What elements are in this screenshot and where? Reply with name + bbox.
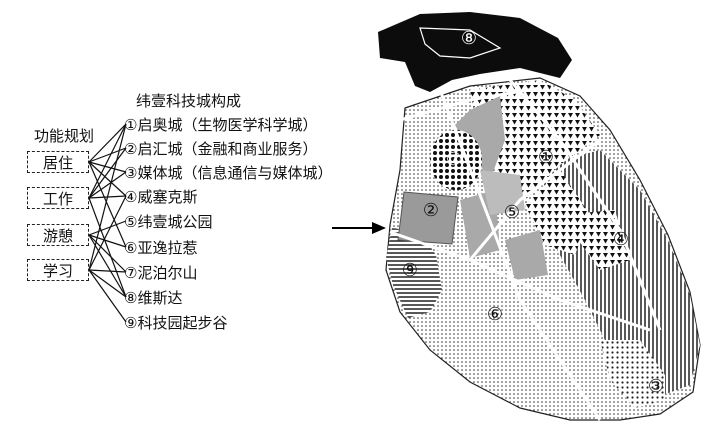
zone-label-1: ①: [538, 147, 554, 168]
zone-label-2: ②: [423, 200, 439, 221]
zone-label-5: ⑤: [504, 202, 520, 223]
component-item-1: ①启奥城（生物医学科学城）: [124, 116, 318, 134]
zone-label-8: ⑧: [461, 28, 477, 49]
zone-label-7: ⑦: [446, 149, 462, 170]
component-item-5: ⑤纬壹城公园: [124, 213, 213, 231]
function-box-work: 工作: [27, 187, 89, 209]
zone-label-4: ④: [613, 229, 629, 250]
component-item-7: ⑦泥泊尔山: [124, 264, 198, 282]
zone-label-3: ③: [648, 376, 664, 397]
component-item-8: ⑧维斯达: [124, 289, 183, 307]
component-item-2: ②启汇城（金融和商业服务）: [124, 140, 318, 158]
zone-label-9: ⑨: [402, 260, 418, 281]
component-item-6: ⑥亚逸拉惹: [124, 239, 198, 257]
component-item-3: ③媒体城（信息通信与媒体城）: [124, 164, 333, 182]
component-item-9: ⑨科技园起步谷: [124, 314, 228, 332]
component-item-4: ④威塞克斯: [124, 188, 198, 206]
composition-title: 纬壹科技城构成: [136, 92, 242, 110]
function-box-recreation: 游憩: [27, 224, 89, 246]
function-box-residence: 居住: [27, 151, 89, 173]
zone-label-6: ⑥: [487, 304, 503, 325]
function-box-study: 学习: [27, 259, 89, 281]
functions-title: 功能规划: [34, 127, 95, 145]
